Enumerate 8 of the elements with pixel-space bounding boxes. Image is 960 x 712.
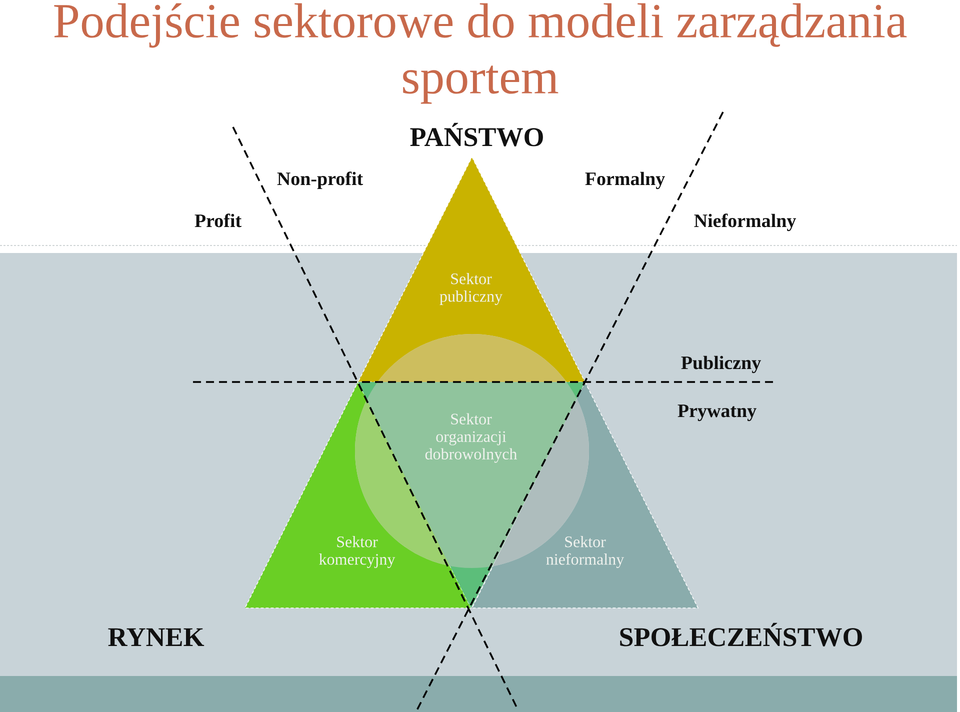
corner-label: RYNEK	[108, 628, 204, 646]
corner-label: SPOŁECZEŃSTWO	[620, 622, 862, 646]
axis-label: Nieformalny	[694, 214, 796, 232]
axis-label: Profit	[194, 214, 242, 228]
axis-label: Formalny	[585, 172, 665, 190]
corner-label: PAŃSTWO	[410, 122, 543, 146]
title: Podejście sektorowe do modeli zarządzania sportem	[54, 3, 907, 104]
axis-label: Publiczny	[681, 356, 761, 374]
